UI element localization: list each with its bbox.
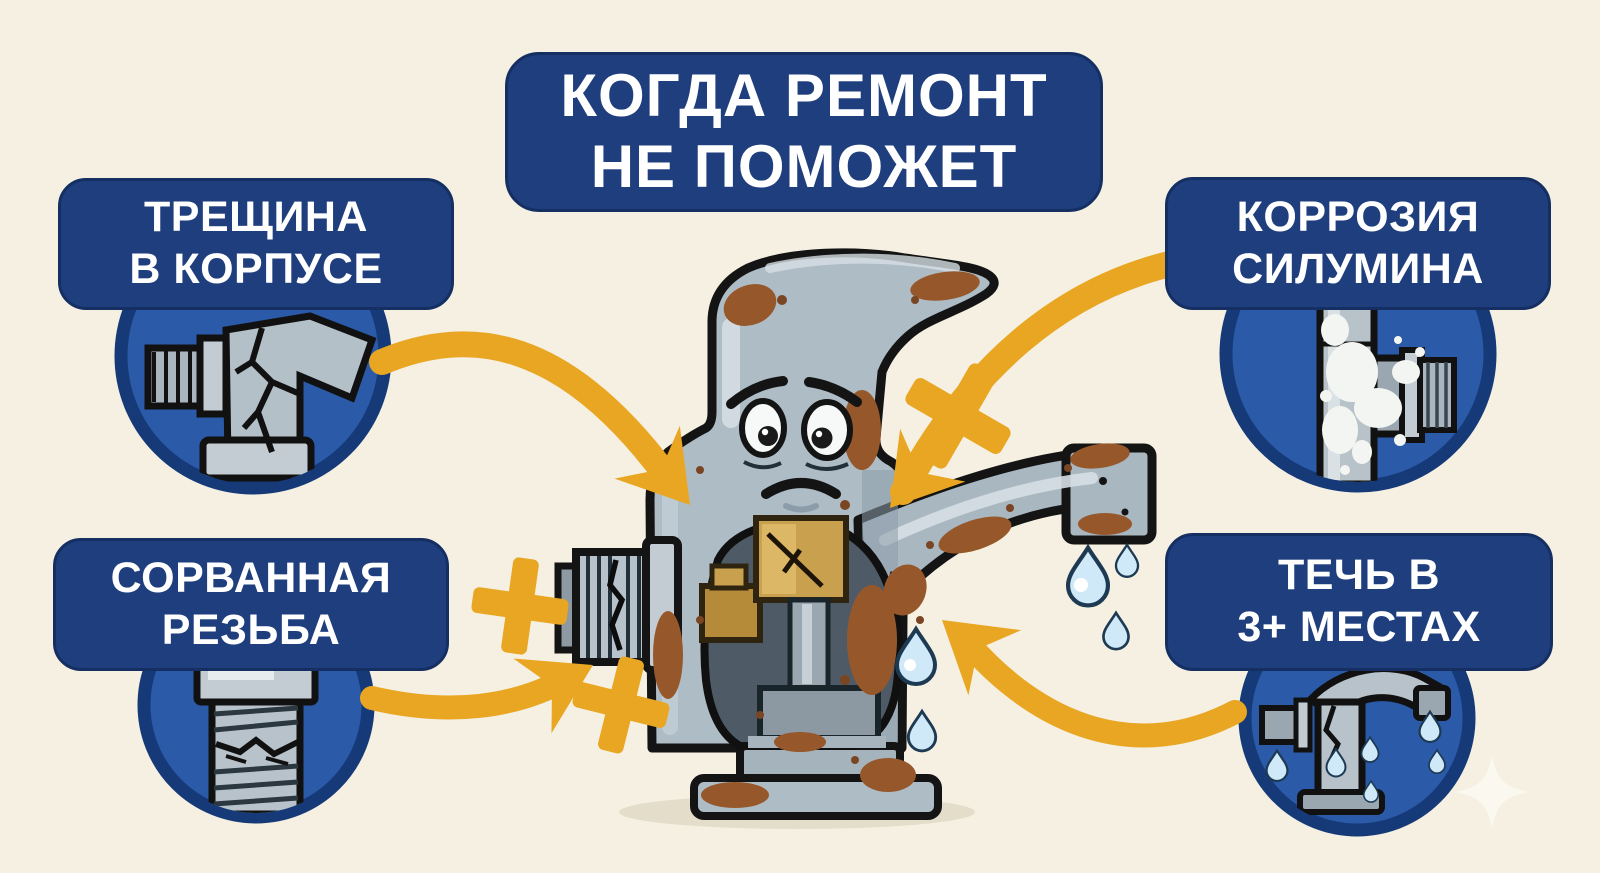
callout-stripped-thread: СОРВАННАЯ РЕЗЬБА xyxy=(53,538,449,671)
callout-silumin-corrosion: КОРРОЗИЯ СИЛУМИНА xyxy=(1165,177,1551,310)
x-mark-2 xyxy=(572,656,670,754)
sparkle-icon xyxy=(1456,756,1528,828)
arrow-bottom-left xyxy=(360,627,613,734)
arrow-bottom-right xyxy=(915,587,1247,748)
arrow-top-left xyxy=(369,331,723,532)
title-line2: НЕ ПОМОЖЕТ xyxy=(590,133,1018,200)
callout-crack-in-body: ТРЕЩИНА В КОРПУСЕ xyxy=(58,178,454,310)
cutaway-with-brass-cartridge xyxy=(699,515,903,750)
callout-label-line: СОРВАННАЯ xyxy=(110,553,392,602)
callout-label-line: 3+ МЕСТАХ xyxy=(1237,603,1481,651)
callout-label-line: РЕЗЬБА xyxy=(161,605,341,654)
title-line1: КОГДА РЕМОНТ xyxy=(560,62,1048,130)
callout-label-line: В КОРПУСЕ xyxy=(129,245,383,293)
arrows xyxy=(360,249,1247,754)
callout-leaks-3-plus: ТЕЧЬ В 3+ МЕСТАХ xyxy=(1165,533,1553,671)
sad-face xyxy=(726,376,862,513)
callout-label-line: ТЕЧЬ В xyxy=(1277,551,1441,600)
x-mark-3 xyxy=(905,363,1011,469)
callout-label-line: СИЛУМИНА xyxy=(1232,244,1484,293)
rust-patches xyxy=(653,271,1132,808)
callout-label-line: ТРЕЩИНА xyxy=(144,193,368,242)
water-drops xyxy=(895,543,1140,753)
callout-label-line: КОРРОЗИЯ xyxy=(1236,192,1480,241)
sad-rusty-faucet xyxy=(554,248,1157,820)
title-banner: КОГДА РЕМОНТ НЕ ПОМОЖЕТ xyxy=(505,52,1103,212)
x-mark-1 xyxy=(471,557,569,655)
